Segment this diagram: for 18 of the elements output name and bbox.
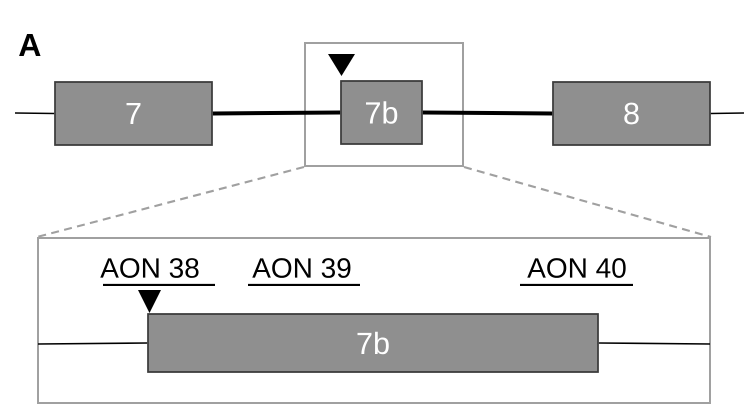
expansion-line xyxy=(464,166,712,238)
intron-line xyxy=(212,110,340,116)
intron-line xyxy=(710,112,744,114)
exon-box: 7b xyxy=(340,80,423,145)
panel-letter: A xyxy=(19,34,41,56)
expansion-line xyxy=(36,166,304,238)
aon-label: AON 40 xyxy=(527,258,626,278)
aon-label: AON 38 xyxy=(100,258,199,278)
aon-label: AON 39 xyxy=(252,258,350,278)
zoom-frame xyxy=(304,42,464,167)
intron-line xyxy=(422,110,552,116)
intron-line xyxy=(598,342,710,345)
exon-box: 8 xyxy=(552,81,711,146)
inset-frame xyxy=(37,237,711,404)
intron-line xyxy=(15,112,54,114)
exon-box: 7b xyxy=(147,313,599,373)
intron-line xyxy=(38,342,148,345)
exon-box: 7 xyxy=(54,81,213,146)
